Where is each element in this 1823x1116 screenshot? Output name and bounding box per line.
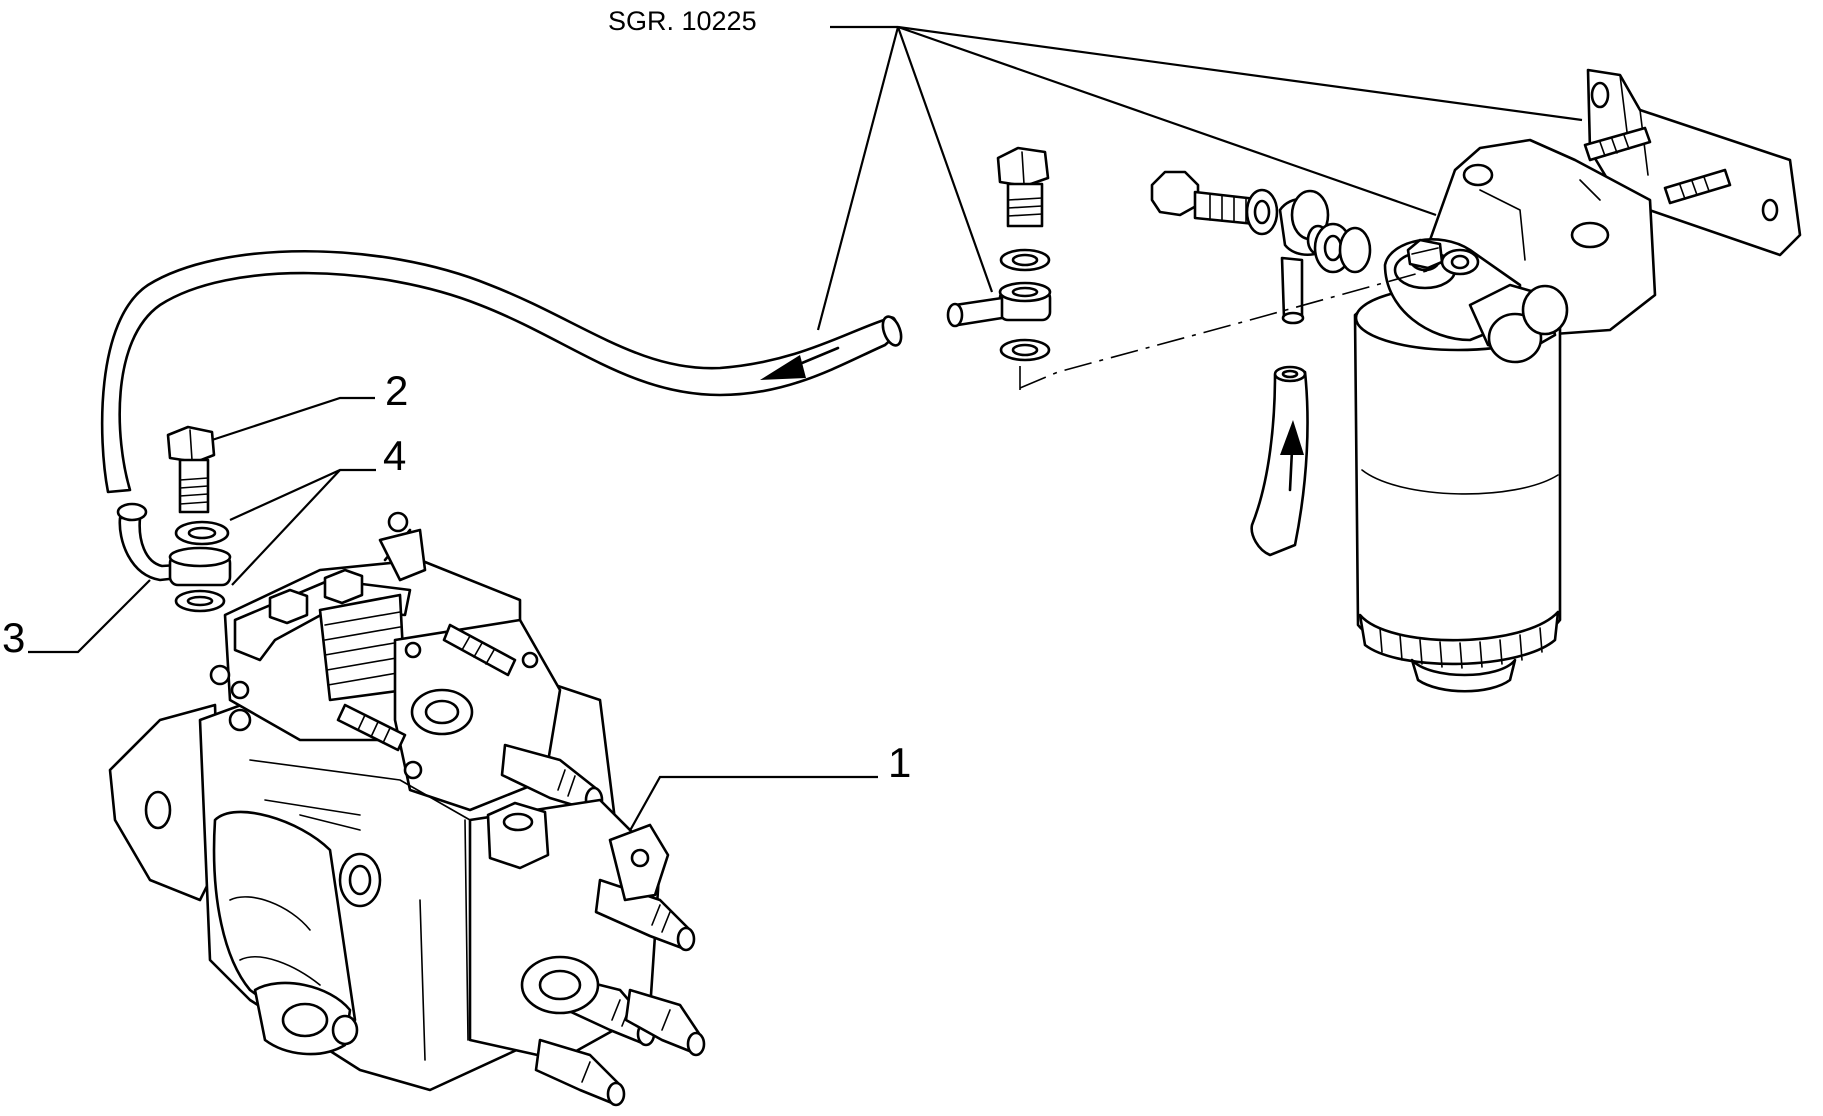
banjo-bolt-part-2 — [166, 425, 216, 514]
pump-stud — [336, 703, 407, 752]
assembly-axis-line — [1019, 269, 1431, 389]
part-number-4: 4 — [383, 432, 406, 479]
banjo-bolt-center — [996, 146, 1050, 228]
pump-stud — [442, 623, 517, 677]
fuel-return-hose — [100, 249, 903, 494]
flow-arrow-icon — [1280, 420, 1304, 492]
fuel-feed-hose — [1250, 365, 1309, 557]
filter-head-fittings — [1383, 238, 1569, 364]
leader-lines — [28, 25, 1583, 853]
banjo-union-center — [946, 281, 1052, 328]
banjo-pipe-part-3 — [116, 502, 232, 587]
injector-outlet — [534, 1038, 626, 1107]
part-number-1: 1 — [888, 739, 911, 786]
fuel-filter-cartridge — [1353, 284, 1562, 693]
sealing-washers-part-4 — [174, 520, 230, 613]
injector-outlet — [624, 988, 706, 1057]
part-number-3: 3 — [2, 614, 25, 661]
filter-mounting-bracket — [1586, 68, 1802, 257]
group-reference-label: SGR. 10225 — [608, 6, 757, 36]
part-number-2: 2 — [385, 367, 408, 414]
injection-pump-part-1 — [108, 511, 706, 1107]
injector-outlet — [594, 878, 696, 952]
washers-center — [999, 248, 1051, 362]
flow-arrow-icon — [760, 346, 840, 380]
bracket-stud — [1663, 168, 1732, 205]
bracket-stud — [1583, 126, 1652, 162]
filter-inlet-bolt — [1150, 170, 1372, 325]
